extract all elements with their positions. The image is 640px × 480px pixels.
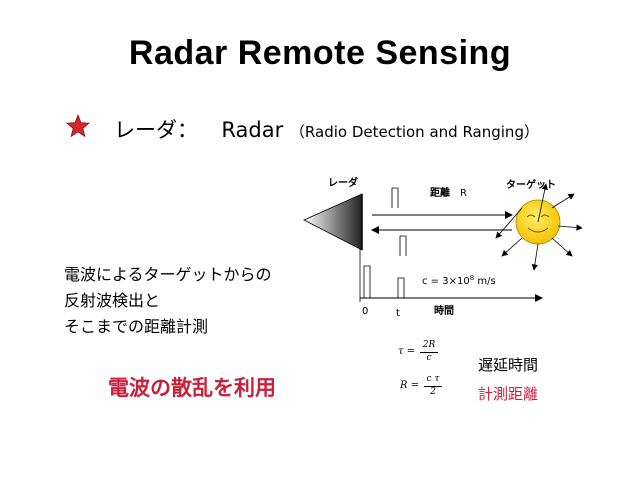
description-line-3: そこまでの距離計測 <box>64 317 209 336</box>
tau-formula-lhs: τ = <box>398 346 416 357</box>
tau-formula-bar <box>420 352 438 353</box>
tau-formula-num: 2R <box>422 340 436 350</box>
r-formula-lhs: R = <box>400 380 420 391</box>
target-label: ターゲット <box>506 178 556 191</box>
radar-label: レーダ <box>328 176 358 189</box>
radar-diagram: レーダ 距離 R ターゲット c = 3×108 m/s 0 t 時間 <box>303 176 583 319</box>
axis-time-label: 時間 <box>434 304 454 317</box>
echo-pulse <box>399 235 407 256</box>
r-formula-bar <box>424 386 442 387</box>
tau-formula-den: c <box>426 353 432 363</box>
axis-pulse-t <box>397 277 405 298</box>
target-sun-icon <box>495 183 583 271</box>
slide-title: Radar Remote Sensing <box>128 34 512 72</box>
axis-t-label: t <box>396 308 400 319</box>
description-line-2: 反射波検出と <box>64 291 161 310</box>
axis-pulse-0 <box>363 265 371 298</box>
distance-label: 距離 <box>430 186 450 199</box>
speed-label: c = 3×108 m/s <box>422 274 496 287</box>
r-formula-den: 2 <box>430 387 436 397</box>
axis-zero-label: 0 <box>362 306 368 317</box>
description-line-1: 電波によるターゲットからの <box>64 265 272 284</box>
radar-antenna-icon <box>303 193 363 251</box>
bullet-sub: （Radio Detection and Ranging） <box>289 123 539 141</box>
emphasis-text: 電波の散乱を利用 <box>108 375 276 400</box>
delay-time-label: 遅延時間 <box>478 356 539 374</box>
r-formula-num: c τ <box>426 374 440 384</box>
transmit-pulse <box>391 187 399 208</box>
description: 電波によるターゲットからの 反射波検出と そこまでの距離計測 <box>64 262 272 340</box>
bullet-text: レーダ： Radar （Radio Detection and Ranging） <box>114 114 539 144</box>
star-icon <box>66 114 90 138</box>
bullet-jp: レーダ： <box>114 118 198 142</box>
measured-distance-label: 計測距離 <box>478 385 539 403</box>
distance-var: R <box>460 188 467 199</box>
formula-area: τ = 2R c R = c τ 2 <box>390 338 610 408</box>
bullet-en: Radar <box>221 118 284 142</box>
